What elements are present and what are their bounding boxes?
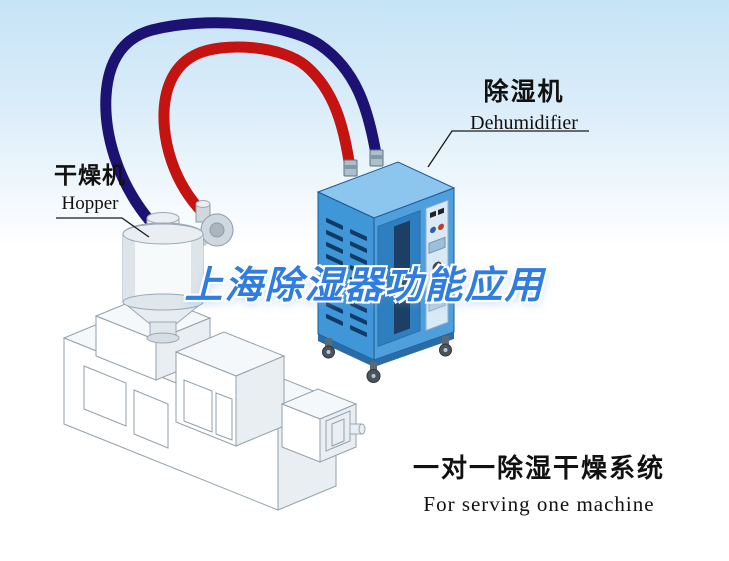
- dehumidifier-machine: [316, 149, 456, 383]
- machine-base-strip: [318, 332, 454, 367]
- leader-lines: [56, 130, 589, 238]
- system-caption: 一对一除湿干燥系统 For serving one machine: [393, 448, 685, 517]
- cabinet-panel: [215, 392, 233, 441]
- die-nozzle-tip: [358, 423, 366, 435]
- caster-wheel: [322, 338, 335, 359]
- return-air-hose-navy: [100, 17, 382, 227]
- panel-knob: [432, 261, 442, 272]
- die-head-side: [319, 403, 357, 463]
- indicator-display: [438, 207, 444, 215]
- dehumidifier-label: 除湿机 Dehumidifier: [450, 72, 598, 135]
- die-flange-inner: [331, 418, 345, 447]
- dehumidifier-leader-line: [427, 130, 589, 168]
- system-caption-en: For serving one machine: [423, 492, 655, 516]
- hose-connector: [369, 149, 384, 167]
- hose-connector: [343, 159, 358, 177]
- indicator-display: [430, 210, 436, 218]
- cabinet-panel: [183, 379, 213, 433]
- cabinet-panel: [133, 389, 169, 449]
- hopper-dryer: [121, 200, 234, 344]
- panel-lamp: [430, 226, 436, 234]
- panel-lamp: [438, 223, 444, 231]
- dryer-label-cn: 干燥机: [54, 163, 126, 189]
- door-vent-column: [394, 220, 410, 335]
- hopper-lid-rim: [122, 223, 204, 245]
- dryer-leader-line: [56, 217, 150, 238]
- dryer-label-en: Hopper: [61, 193, 119, 214]
- side-panel-group: [377, 199, 449, 348]
- hopper-drum-rim: [122, 293, 204, 311]
- caster-wheel: [439, 336, 452, 357]
- watermark-title: 上海除湿器功能应用: [184, 263, 545, 307]
- extruder-machine: [62, 293, 366, 511]
- blower-hub: [209, 222, 225, 238]
- system-caption-cn: 一对一除湿干燥系统: [412, 454, 665, 484]
- dehumidifier-label-cn: 除湿机: [483, 77, 565, 106]
- dehumidifier-label-en: Dehumidifier: [470, 112, 578, 134]
- panel-cover: [428, 278, 446, 313]
- hopper-drum: [122, 233, 204, 303]
- caster-wheel: [366, 362, 381, 383]
- hopper-flange: [146, 332, 180, 344]
- panel-switch: [428, 236, 446, 255]
- dry-air-hose-red: [158, 41, 356, 219]
- dryer-label: 干燥机 Hopper: [40, 156, 140, 215]
- hopper-cap-top: [146, 212, 180, 224]
- die-flange: [325, 410, 351, 452]
- cabinet-panel: [83, 365, 127, 427]
